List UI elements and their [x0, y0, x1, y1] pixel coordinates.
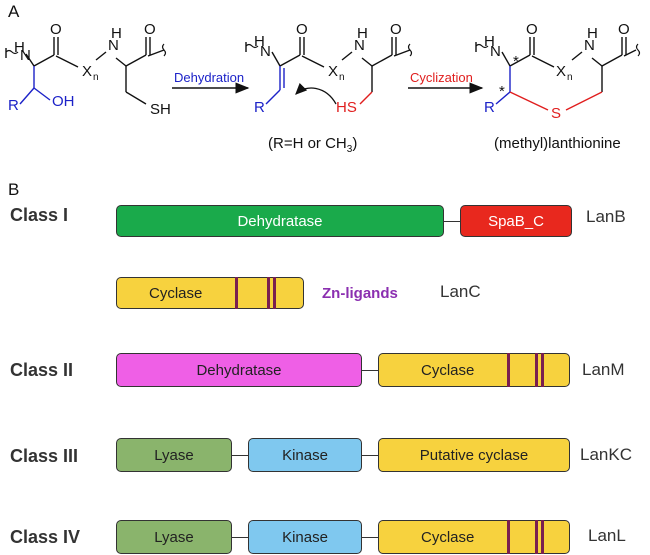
- svg-text:H: H: [14, 39, 25, 56]
- linker: [362, 537, 378, 538]
- product-label: (methyl)lanthionine: [494, 135, 621, 152]
- reaction-scheme: H N O X n N H O SH R OH Dehydration H N …: [5, 21, 641, 155]
- svg-text:OH: OH: [52, 93, 75, 110]
- panel-label-b: B: [8, 180, 20, 199]
- zn-ligand-stripe: [535, 353, 538, 387]
- svg-text:R: R: [254, 99, 265, 116]
- svg-text:N: N: [354, 37, 365, 54]
- svg-text:H: H: [111, 25, 122, 42]
- zn-ligand-stripe: [507, 520, 510, 554]
- dehydratase-domain: Dehydratase: [116, 353, 362, 387]
- cyclization-label: Cyclization: [410, 70, 473, 85]
- zn-ligand-stripe: [273, 277, 276, 309]
- svg-text:O: O: [526, 21, 538, 38]
- svg-text:R: R: [8, 97, 19, 114]
- lyase-domain: Lyase: [116, 520, 232, 554]
- lanc-cyclase-domain: Cyclase: [116, 277, 304, 309]
- zn-ligands-label: Zn-ligands: [322, 285, 398, 302]
- svg-text:N: N: [584, 37, 595, 54]
- dehydratase-domain: Dehydratase: [116, 205, 444, 237]
- svg-text:X: X: [328, 63, 338, 80]
- svg-text:N: N: [20, 47, 31, 64]
- gene-lanm: LanM: [582, 360, 625, 379]
- svg-text:R: R: [484, 99, 495, 116]
- svg-text:N: N: [108, 37, 119, 54]
- cyclase-domain: Cyclase: [378, 520, 570, 554]
- zn-ligand-stripe: [235, 277, 238, 309]
- svg-text:O: O: [144, 21, 156, 38]
- cyclase-domain: Cyclase: [378, 353, 570, 387]
- linker: [362, 455, 378, 456]
- kinase-domain: Kinase: [248, 520, 362, 554]
- svg-text:H: H: [587, 25, 598, 42]
- svg-text:H: H: [357, 25, 368, 42]
- putative-cyclase-domain: Putative cyclase: [378, 438, 570, 472]
- molecule-3: [475, 37, 641, 111]
- svg-text:X: X: [82, 63, 92, 80]
- molecule-2: [245, 37, 413, 105]
- svg-text:H: H: [254, 33, 265, 50]
- kinase-domain: Kinase: [248, 438, 362, 472]
- svg-text:O: O: [296, 21, 308, 38]
- svg-text:*: *: [499, 83, 505, 100]
- svg-text:(R=H or CH3): (R=H or CH3): [268, 135, 357, 155]
- class-4-label: Class IV: [10, 527, 81, 547]
- svg-text:O: O: [618, 21, 630, 38]
- svg-text:N: N: [490, 43, 501, 60]
- svg-text:n: n: [339, 72, 345, 83]
- panel-label-a: A: [8, 2, 20, 21]
- svg-text:n: n: [93, 72, 99, 83]
- zn-ligand-stripe: [267, 277, 270, 309]
- svg-text:O: O: [50, 21, 62, 38]
- zn-ligand-stripe: [541, 520, 544, 554]
- svg-text:H: H: [484, 33, 495, 50]
- svg-text:SH: SH: [150, 101, 171, 118]
- gene-lankc: LanKC: [580, 445, 632, 464]
- class-3-label: Class III: [10, 446, 79, 466]
- linker: [232, 537, 248, 538]
- svg-text:HS: HS: [336, 99, 357, 116]
- gene-lanc: LanC: [440, 282, 481, 301]
- spab-c-domain: SpaB_C: [460, 205, 572, 237]
- svg-text:*: *: [513, 53, 519, 70]
- zn-ligand-stripe: [541, 353, 544, 387]
- molecule-1: [5, 37, 167, 105]
- gene-lanb: LanB: [586, 207, 626, 226]
- linker: [232, 455, 248, 456]
- svg-text:N: N: [260, 43, 271, 60]
- class-1-label: Class I: [10, 205, 69, 225]
- zn-ligand-stripe: [535, 520, 538, 554]
- linker: [444, 221, 460, 222]
- svg-text:n: n: [567, 72, 573, 83]
- zn-ligand-stripe: [507, 353, 510, 387]
- class-2-label: Class II: [10, 360, 74, 380]
- svg-text:X: X: [556, 63, 566, 80]
- svg-text:S: S: [551, 105, 561, 122]
- svg-text:O: O: [390, 21, 402, 38]
- gene-lanl: LanL: [588, 526, 626, 545]
- lyase-domain: Lyase: [116, 438, 232, 472]
- dehydration-label: Dehydration: [174, 70, 244, 85]
- linker: [362, 370, 378, 371]
